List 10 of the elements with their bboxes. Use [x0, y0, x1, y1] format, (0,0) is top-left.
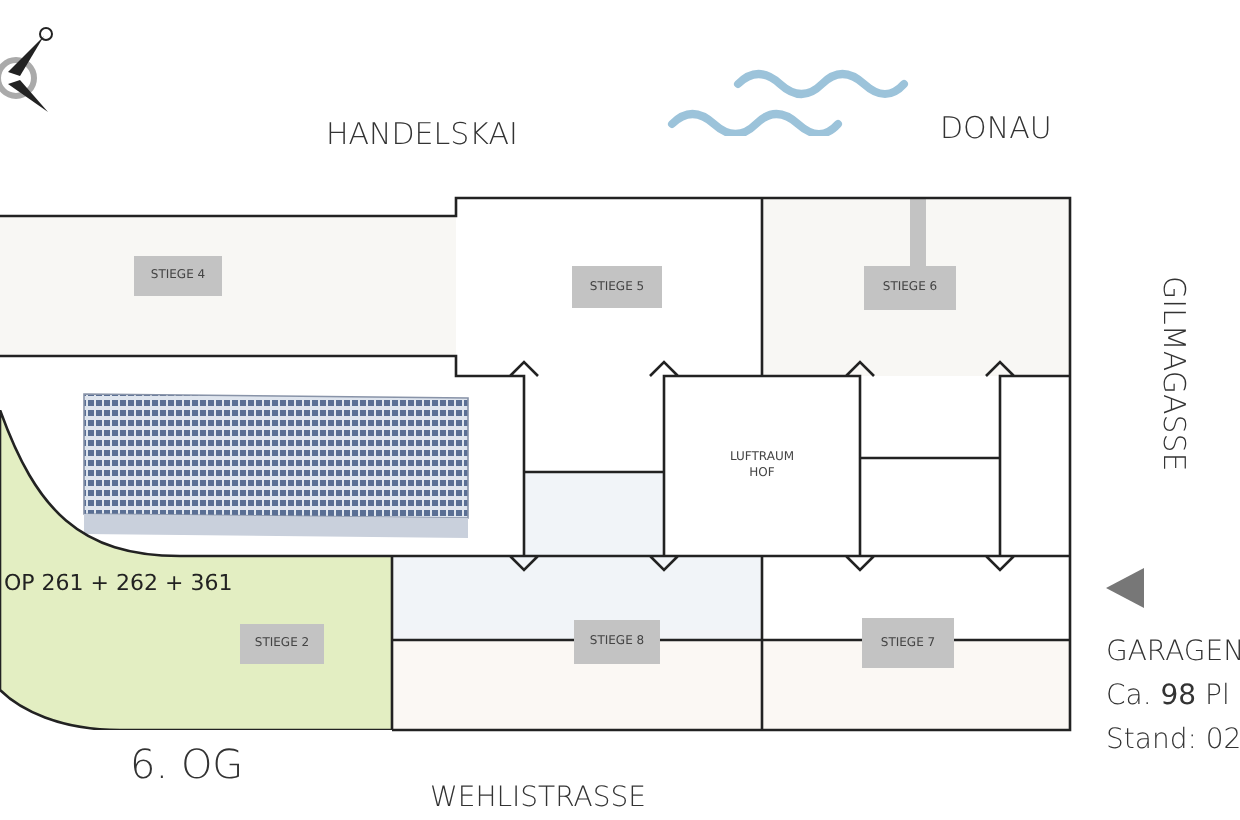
parking-count: Ca. 98 Pl [1106, 680, 1230, 712]
street-name: HANDELSKAI [326, 116, 518, 152]
floor-label: 6. OG [130, 740, 244, 788]
river-name: DONAU [940, 110, 1052, 146]
status-date: Stand: 02 [1106, 724, 1240, 756]
street-name: GILMAGASSE [1156, 276, 1192, 472]
garage-heading: GARAGEN [1106, 636, 1240, 668]
apartment-area [0, 410, 392, 730]
apartment-label: OP 261 + 262 + 361 [4, 570, 233, 596]
street-name: WEHLISTRASSE [430, 782, 646, 814]
